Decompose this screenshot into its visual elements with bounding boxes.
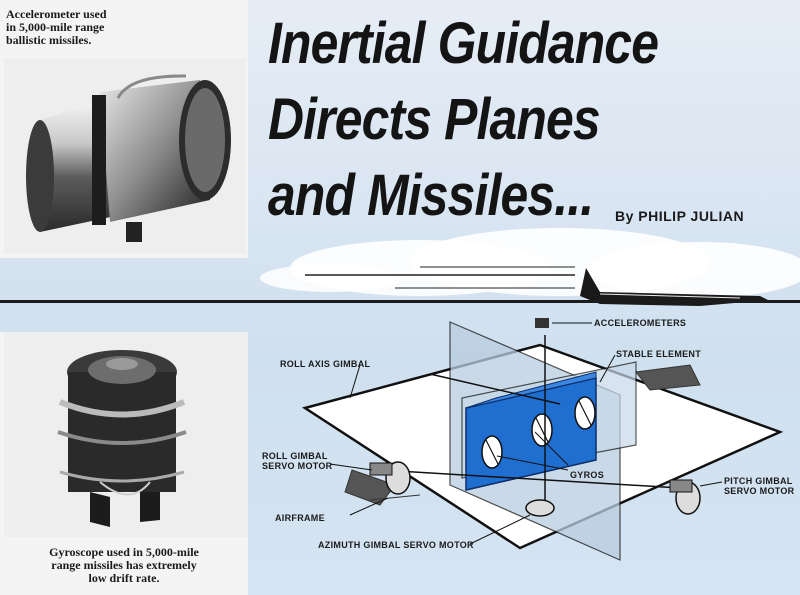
label-gyros: GYROS [570, 470, 605, 480]
jet-illustration [260, 228, 800, 306]
label-airframe: AIRFRAME [275, 513, 325, 523]
caption-line: low drift rate. [88, 571, 160, 585]
section-divider [0, 300, 800, 303]
gyroscope-photo-card: Gyroscope used in 5,000-mile range missi… [0, 332, 248, 595]
accelerometer-caption: Accelerometer used in 5,000-mile range b… [6, 8, 107, 47]
label-line: SERVO MOTOR [724, 486, 795, 496]
byline: By PHILIP JULIAN [615, 208, 745, 224]
gyroscope-photo [4, 332, 248, 537]
caption-line: range missiles has extremely [51, 558, 197, 572]
title-line: and Missiles... [268, 163, 594, 228]
caption-line: Gyroscope used in 5,000-mile [49, 545, 199, 559]
label-accelerometers: ACCELEROMETERS [594, 318, 687, 328]
label-line: PITCH GIMBAL [724, 476, 793, 486]
label-azimuth-gimbal-servo-motor: AZIMUTH GIMBAL SERVO MOTOR [318, 540, 474, 550]
label-stable-element: STABLE ELEMENT [616, 349, 702, 359]
article-title: Inertial Guidance Directs Planes and Mis… [268, 6, 659, 234]
accelerometer-photo [4, 58, 246, 254]
caption-line: ballistic missiles. [6, 33, 92, 47]
gyroscope-caption: Gyroscope used in 5,000-mile range missi… [8, 546, 240, 585]
title-line: Inertial Guidance [268, 11, 659, 76]
label-roll-gimbal-servo-motor: ROLL GIMBAL SERVO MOTOR [262, 451, 332, 471]
accelerometer-block [535, 318, 549, 328]
label-line: ROLL GIMBAL [262, 451, 328, 461]
accelerometer-photo-card: Accelerometer used in 5,000-mile range b… [0, 0, 248, 258]
caption-line: Accelerometer used [6, 7, 107, 21]
label-line: SERVO MOTOR [262, 461, 333, 471]
title-line: Directs Planes [268, 87, 601, 152]
azimuth-servo-motor [525, 499, 555, 517]
label-pitch-gimbal-servo-motor: PITCH GIMBAL SERVO MOTOR [724, 476, 794, 496]
caption-line: in 5,000-mile range [6, 20, 105, 34]
label-roll-axis-gimbal: ROLL AXIS GIMBAL [280, 359, 371, 369]
